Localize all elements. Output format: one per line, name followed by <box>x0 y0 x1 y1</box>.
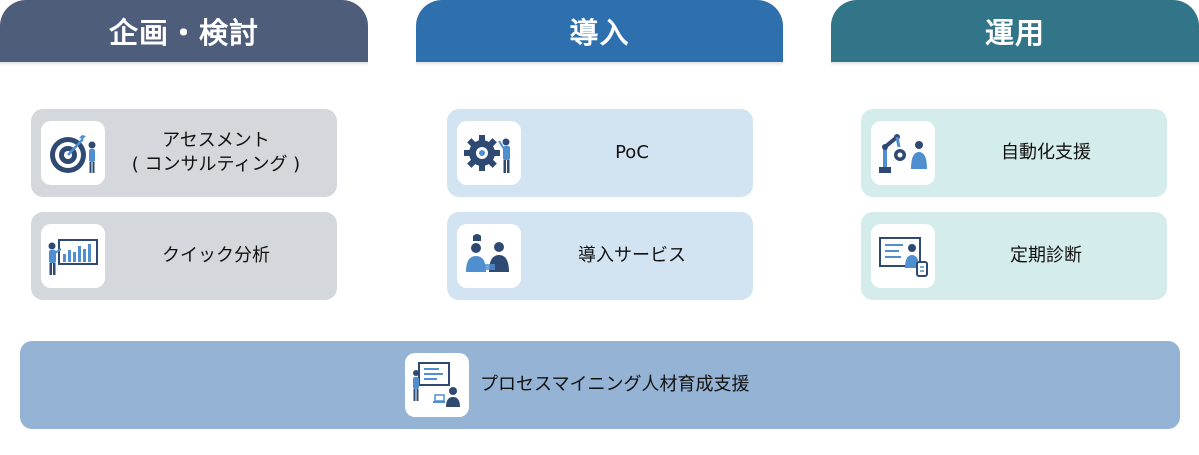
header-planning-label: 企画・検討 <box>108 16 259 50</box>
intro-service-text: 導入サービス <box>578 245 686 266</box>
card-quick-analysis-label: クイック分析 <box>105 212 327 300</box>
training-presentation-icon <box>405 353 469 417</box>
card-regular-diagnosis-label: 定期診断 <box>935 212 1157 300</box>
card-intro-service-label: 導入サービス <box>521 212 743 300</box>
header-planning: 企画・検討 <box>0 0 368 66</box>
header-operation-label: 運用 <box>984 16 1045 50</box>
card-poc[interactable]: PoC <box>447 109 753 197</box>
gear-person-icon <box>457 121 521 185</box>
card-assessment-label: アセスメント ( コンサルティング ) <box>105 109 327 197</box>
team-meeting-icon <box>457 224 521 288</box>
quick-analysis-text: クイック分析 <box>162 245 270 266</box>
card-quick-analysis[interactable]: クイック分析 <box>31 212 337 300</box>
header-operation: 運用 <box>831 0 1199 66</box>
card-automation-support-label: 自動化支援 <box>935 109 1157 197</box>
process-mining-training-text: プロセスマイニング人材育成支援 <box>480 374 750 395</box>
presentation-chart-icon <box>41 224 105 288</box>
poc-text: PoC <box>615 142 649 163</box>
assessment-line1: アセスメント <box>162 130 270 151</box>
card-regular-diagnosis[interactable]: 定期診断 <box>861 212 1167 300</box>
robot-arm-icon <box>871 121 935 185</box>
card-automation-support[interactable]: 自動化支援 <box>861 109 1167 197</box>
regular-diagnosis-text: 定期診断 <box>1010 245 1082 266</box>
process-mining-training-label: プロセスマイニング人材育成支援 <box>480 341 749 429</box>
header-introduction: 導入 <box>416 0 783 66</box>
header-introduction-label: 導入 <box>569 16 630 50</box>
card-process-mining-training[interactable]: プロセスマイニング人材育成支援 <box>20 341 1180 429</box>
diagnosis-board-icon <box>871 224 935 288</box>
assessment-line2: ( コンサルティング ) <box>131 154 301 175</box>
target-icon <box>41 121 105 185</box>
card-poc-label: PoC <box>521 109 743 197</box>
card-intro-service[interactable]: 導入サービス <box>447 212 753 300</box>
automation-support-text: 自動化支援 <box>1001 142 1091 163</box>
card-assessment[interactable]: アセスメント ( コンサルティング ) <box>31 109 337 197</box>
